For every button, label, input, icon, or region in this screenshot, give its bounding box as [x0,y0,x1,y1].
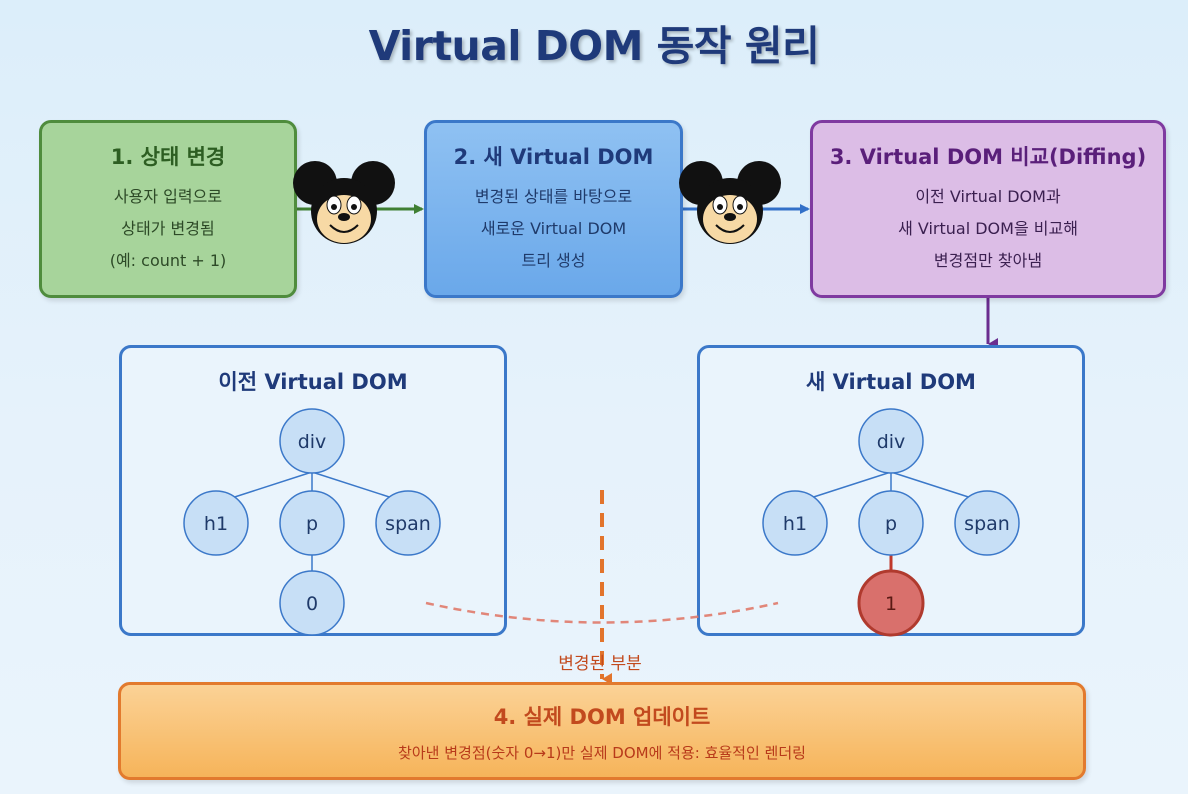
svg-text:span: span [385,513,431,535]
step-4-box: 4. 실제 DOM 업데이트 찾아낸 변경점(숫자 0→1)만 실제 DOM에 … [118,682,1086,780]
diagram-title: Virtual DOM 동작 원리 [368,22,820,70]
svg-text:h1: h1 [204,513,228,535]
step-1-box: 1. 상태 변경 사용자 입력으로 상태가 변경됨 (예: count + 1) [39,120,297,298]
step-3-line-1: 이전 Virtual DOM과 [915,187,1061,206]
svg-text:1: 1 [885,593,897,615]
step-4-description: 찾아낸 변경점(숫자 0→1)만 실제 DOM에 적용: 효율적인 렌더링 [398,744,806,762]
changed-comparison-curve [425,601,779,624]
svg-text:span: span [964,513,1010,535]
svg-text:div: div [877,431,906,453]
svg-text:0: 0 [306,593,318,615]
step-3-heading: 3. Virtual DOM 비교(Diffing) [829,145,1147,169]
old-tree-node-leaf: 0 [279,570,345,636]
changed-part-label: 변경된 부분 [558,654,642,674]
old-tree-node-h1: h1 [183,490,249,556]
new-tree-node-div: div [858,408,924,474]
svg-text:p: p [306,513,318,535]
step-2-heading: 2. 새 Virtual DOM [453,145,654,169]
step-4-heading: 4. 실제 DOM 업데이트 [493,705,711,729]
step-2-box: 2. 새 Virtual DOM 변경된 상태를 바탕으로 새로운 Virtua… [424,120,683,298]
step-3-box: 3. Virtual DOM 비교(Diffing) 이전 Virtual DO… [810,120,1166,298]
step-1-line-3: (예: count + 1) [109,251,227,270]
svg-text:p: p [885,513,897,535]
step-3-line-2: 새 Virtual DOM을 비교해 [898,219,1078,238]
step-3-line-3: 변경점만 찾아냄 [933,251,1043,270]
old-tree-title: 이전 Virtual DOM [218,370,408,394]
new-tree-node-span: span [954,490,1020,556]
svg-text:div: div [298,431,327,453]
old-tree-node-span: span [375,490,441,556]
step-2-line-1: 변경된 상태를 바탕으로 [474,187,633,206]
old-tree-node-div: div [279,408,345,474]
new-tree-title: 새 Virtual DOM [806,370,976,394]
step-2-line-2: 새로운 Virtual DOM [480,219,627,238]
new-tree-node-leaf-changed: 1 [857,569,925,637]
old-tree-node-p: p [279,490,345,556]
new-tree-node-h1: h1 [762,490,828,556]
step-2-line-3: 트리 생성 [521,251,586,270]
svg-text:h1: h1 [783,513,807,535]
step-1-heading: 1. 상태 변경 [110,145,226,169]
step-1-line-2: 상태가 변경됨 [121,219,215,238]
new-tree-node-p: p [858,490,924,556]
step-1-line-1: 사용자 입력으로 [113,187,223,206]
